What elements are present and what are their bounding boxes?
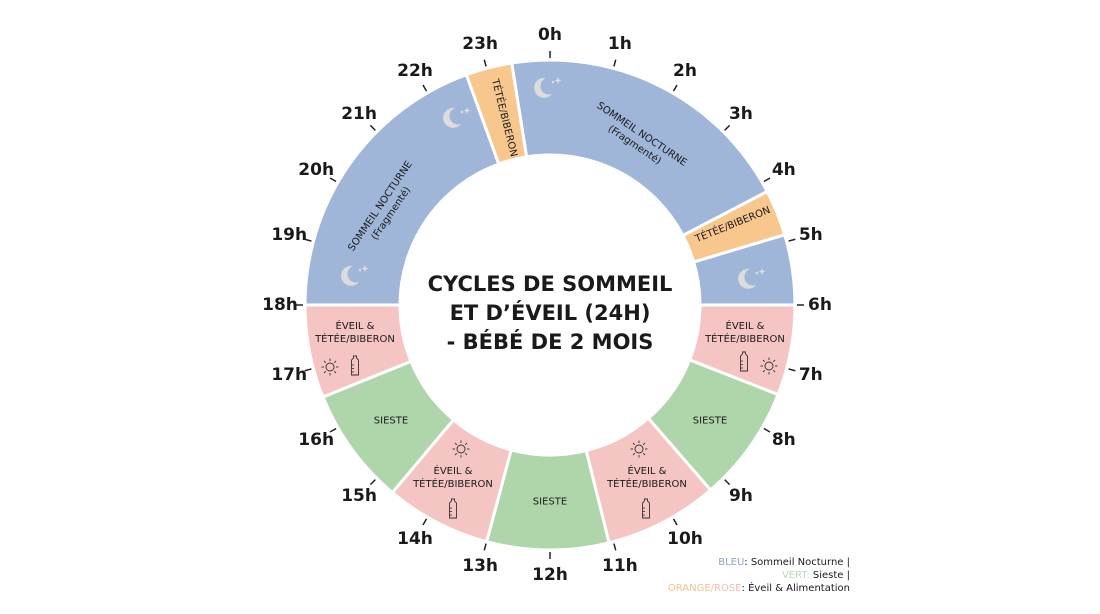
moon-stars-icon <box>738 268 766 289</box>
hour-tick <box>329 427 337 433</box>
hour-tick <box>724 479 731 486</box>
moon-stars-icon <box>534 77 562 98</box>
hour-label: 9h <box>729 486 753 506</box>
title-line-2: ET D’ÉVEIL (24H) <box>449 301 651 325</box>
hour-label: 21h <box>341 104 377 124</box>
hour-tick <box>329 177 337 183</box>
hour-label: 5h <box>799 225 823 245</box>
wake-line2: TÉTÉE/BIBERON <box>413 479 493 490</box>
legend-orange-text: : Éveil & Alimentation <box>741 583 850 594</box>
sun-icon <box>452 440 470 458</box>
wake-line2: TÉTÉE/BIBERON <box>705 334 785 345</box>
hour-label: 18h <box>262 295 298 315</box>
hour-label: 6h <box>808 295 832 315</box>
wake-line2: TÉTÉE/BIBERON <box>607 479 687 490</box>
nap-label-8h: SIESTE <box>692 415 728 427</box>
wake-line1: ÉVEIL & <box>433 466 473 477</box>
hour-tick <box>422 84 428 92</box>
wake-label-14h: ÉVEIL & TÉTÉE/BIBERON <box>413 465 493 491</box>
hour-tick <box>724 124 731 131</box>
segment-blue <box>303 72 501 307</box>
hour-label: 8h <box>772 430 796 450</box>
hour-label: 19h <box>271 225 307 245</box>
hour-label: 4h <box>772 160 796 180</box>
hour-tick <box>672 84 678 92</box>
hour-label: 10h <box>667 529 703 549</box>
nap-label-16h: SIESTE <box>373 415 409 427</box>
hour-label: 15h <box>341 486 377 506</box>
hour-label: 20h <box>298 160 334 180</box>
hour-tick <box>613 543 617 551</box>
hour-label: 11h <box>602 556 638 576</box>
hour-tick <box>369 124 376 131</box>
title-line-3: - BÉBÉ DE 2 MOIS <box>446 330 654 354</box>
legend-blue-text: : Sommeil Nocturne | <box>744 557 850 568</box>
hour-tick <box>788 238 796 242</box>
legend-orange-key: ORANGE <box>667 583 711 594</box>
wake-line1: ÉVEIL & <box>725 321 765 332</box>
hour-label: 13h <box>462 556 498 576</box>
wake-line2: TÉTÉE/BIBERON <box>315 334 395 345</box>
legend-green: VERT: Sieste | <box>668 569 850 582</box>
wake-line1: ÉVEIL & <box>627 466 667 477</box>
hour-tick <box>483 59 487 67</box>
legend-orange: ORANGE/ROSE: Éveil & Alimentation <box>668 582 850 595</box>
nap-label-12h: SIESTE <box>532 496 568 508</box>
sun-icon <box>630 440 648 458</box>
hour-label: 1h <box>608 34 632 54</box>
bottle-icon <box>351 355 359 376</box>
hour-tick <box>672 518 678 526</box>
hour-label: 12h <box>532 565 568 585</box>
bottle-icon <box>642 498 650 519</box>
bottle-icon <box>740 351 748 372</box>
hour-label: 16h <box>298 430 334 450</box>
legend-slash: / <box>710 583 715 594</box>
moon-stars-icon <box>341 265 369 286</box>
hour-tick <box>763 427 771 433</box>
hour-label: 2h <box>673 61 697 81</box>
hour-tick <box>788 368 796 372</box>
hour-label: 3h <box>729 104 753 124</box>
sun-icon <box>321 358 339 376</box>
segment-orange <box>464 61 529 166</box>
legend: BLEU: Sommeil Nocturne | VERT: Sieste | … <box>668 556 850 595</box>
legend-rose-key: ROSE <box>714 583 742 594</box>
hour-label: 22h <box>397 61 433 81</box>
hour-label: 0h <box>538 25 562 45</box>
hour-tick <box>304 238 312 242</box>
hour-label: 17h <box>271 365 307 385</box>
moon-stars-icon <box>443 107 471 128</box>
wake-label-10h: ÉVEIL & TÉTÉE/BIBERON <box>607 465 687 491</box>
legend-green-key: VERT: <box>781 570 810 581</box>
hour-label: 23h <box>462 34 498 54</box>
wake-line1: ÉVEIL & <box>335 321 375 332</box>
title-line-1: CYCLES DE SOMMEIL <box>427 272 673 296</box>
legend-blue: BLEU: Sommeil Nocturne | <box>668 556 850 569</box>
legend-green-text: Sieste | <box>809 570 850 581</box>
segment-blue <box>509 58 770 238</box>
hour-tick <box>483 543 487 551</box>
hour-tick <box>422 518 428 526</box>
hour-tick <box>304 368 312 372</box>
hour-tick <box>763 177 771 183</box>
hour-label: 7h <box>799 365 823 385</box>
hour-tick <box>369 479 376 486</box>
hour-label: 14h <box>397 529 433 549</box>
wake-label-17h: ÉVEIL & TÉTÉE/BIBERON <box>315 320 395 346</box>
sun-icon <box>760 357 778 375</box>
bottle-icon <box>449 498 457 519</box>
diagram-title: CYCLES DE SOMMEIL ET D’ÉVEIL (24H) - BÉB… <box>400 270 700 357</box>
hour-tick <box>613 59 617 67</box>
legend-blue-key: BLEU <box>718 557 745 568</box>
wake-label-6h: ÉVEIL & TÉTÉE/BIBERON <box>705 320 785 346</box>
